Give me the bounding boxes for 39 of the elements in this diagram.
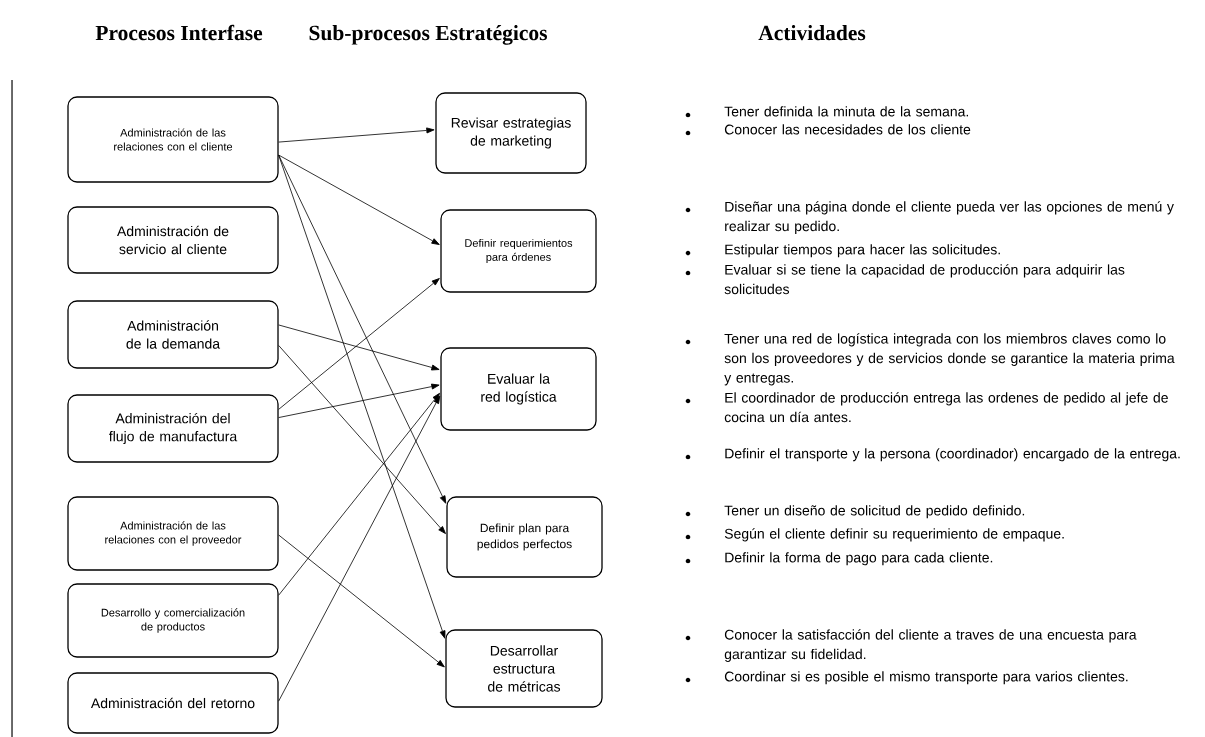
bullet-item: Evaluar si se tiene la capacidad de producción para adquirir las solicitudes	[724, 264, 1125, 295]
arrow	[278, 345, 446, 534]
process-box: Revisar estrategias de marketing	[435, 92, 587, 174]
process-box: Administración del retorno	[67, 672, 279, 734]
arrow	[278, 154, 446, 639]
arrow	[278, 324, 440, 371]
column-heading: Procesos Interfase	[95, 24, 263, 41]
arrow	[278, 392, 440, 596]
process-box: Administración de las relaciones con el cliente	[67, 96, 279, 183]
bullet-item: Conocer la satisfacción del cliente a traves de una encuesta para garantizar su fidelidad.	[724, 629, 1137, 662]
process-box: Definir requerimientos para órdenes	[440, 209, 597, 293]
bullet-item: Estipular tiempos para hacer las solicitudes.	[725, 244, 1000, 258]
bullet-item: Conocer las necesidades de los cliente	[724, 124, 971, 135]
process-box: Desarrollo y comercialización de productos	[67, 583, 279, 658]
process-box: Administración de las relaciones con el proveedor	[67, 496, 279, 571]
column-heading: Sub-procesos Estratégicos	[309, 25, 547, 45]
process-box: Definir plan para pedidos perfectos	[446, 496, 603, 578]
process-box: Administración del flujo de manufactura	[67, 394, 279, 463]
bullet-item: Definir la forma de pago para cada cliente.	[725, 552, 993, 566]
process-box: Desarrollar estructura de métricas	[445, 629, 603, 708]
process-box: Administración de servicio al cliente	[67, 206, 279, 274]
bullet-item: Coordinar si es posible el mismo transporte para varios clientes.	[724, 671, 1128, 685]
bullet-item: Según el cliente definir su requerimiento de empaque.	[724, 528, 1064, 542]
bullet-item: Definir el transporte y la persona (coordinador) encargado de la entrega.	[725, 448, 1180, 462]
arrow	[278, 395, 441, 702]
bullet-item: El coordinador de producción entrega las ordenes de pedido al jefe de cocina un día antes.	[724, 392, 1168, 423]
arrow	[278, 127, 435, 143]
bullet-item: Tener una red de logística integrada con los miembros claves como lo son los proveedores y de servicios donde se garantice la materia prima y entregas.	[724, 333, 1175, 386]
arrow	[278, 154, 440, 245]
column-heading: Actividades	[758, 25, 866, 41]
bullet-item: Diseñar una página donde el cliente pueda ver las opciones de menú y realizar su pedido.	[725, 201, 1174, 234]
arrow	[278, 154, 447, 504]
bullet-item: Tener un diseño de solicitud de pedido definido.	[724, 505, 1025, 519]
arrow	[278, 534, 445, 668]
arrow	[278, 278, 440, 410]
bullet-item: Tener definida la minuta de la semana.	[724, 106, 968, 117]
process-box: Evaluar la red logística	[440, 347, 597, 431]
arrow	[278, 383, 440, 418]
process-box: Administración de la demanda	[67, 300, 279, 369]
